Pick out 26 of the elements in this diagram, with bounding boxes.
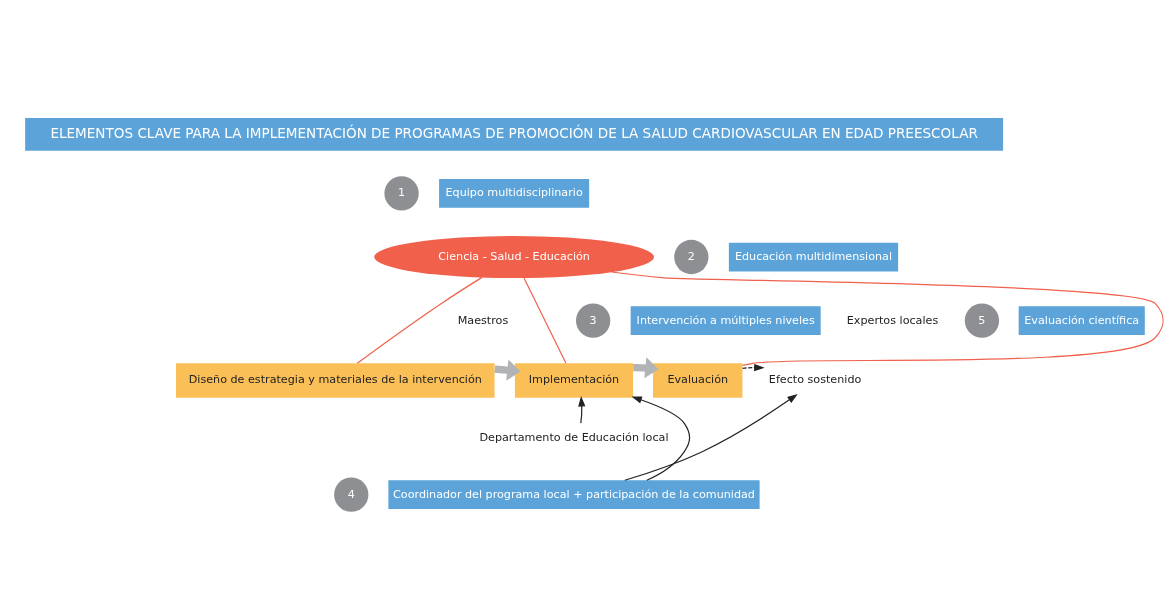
arrow bbox=[742, 363, 765, 371]
arrow bbox=[631, 396, 691, 481]
connector bbox=[611, 270, 1164, 366]
node-text: Departamento de Educación local bbox=[479, 430, 669, 444]
node-ellipse: Ciencia - Salud - Educación bbox=[374, 235, 654, 278]
node-box: Diseño de estrategia y materiales de la intervención bbox=[176, 362, 495, 398]
node-circle: 5 bbox=[964, 302, 1000, 338]
node-circle: 1 bbox=[384, 175, 419, 211]
node-box: Educación multidimensional bbox=[728, 242, 899, 271]
node-circle: 4 bbox=[334, 477, 369, 512]
arrow bbox=[578, 395, 586, 424]
connector bbox=[523, 276, 567, 364]
node-circle: 2 bbox=[674, 239, 709, 274]
node-box: Evaluación bbox=[653, 362, 743, 398]
node-circle: 3 bbox=[576, 302, 611, 338]
label: Expertos locales bbox=[846, 313, 939, 327]
node-text: Efecto sostenido bbox=[768, 372, 862, 386]
node-box: Coordinador del programa local + participación de la comunidad bbox=[388, 479, 760, 509]
arrow bbox=[624, 393, 798, 481]
node-box: Evaluación científica bbox=[1018, 305, 1145, 335]
diagram-title: ELEMENTOS CLAVE PARA LA IMPLEMENTACIÓN DE PROGRAMAS DE PROMOCIÓN DE LA SALUD CARDIOVASCULAR EN EDAD PREESCOLAR bbox=[50, 124, 978, 141]
node-box: Equipo multidisciplinario bbox=[439, 178, 590, 208]
label: Maestros bbox=[457, 313, 509, 327]
connector bbox=[356, 276, 483, 364]
node-box: Intervención a múltiples niveles bbox=[630, 305, 821, 335]
node-box: Implementación bbox=[514, 362, 634, 398]
